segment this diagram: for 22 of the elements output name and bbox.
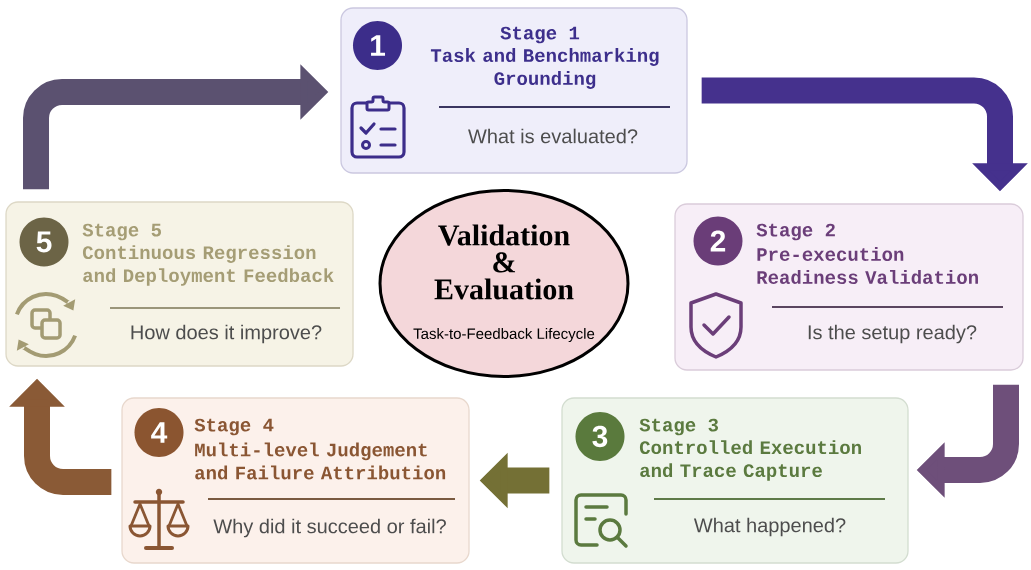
question-text: How does it improve? xyxy=(131,324,322,344)
number-badge: 3 xyxy=(575,412,625,461)
stage-label: Stage 5 xyxy=(82,223,161,241)
stage-title: Controlled Execution and Trace Capture xyxy=(639,440,861,481)
stage-title: Continuous Regression and Deployment Feedback xyxy=(82,245,334,286)
number-badge: 2 xyxy=(693,216,743,266)
question-text: What is evaluated? xyxy=(468,128,638,144)
number-badge: 1 xyxy=(353,21,402,70)
title-text: Validation & Evaluation xyxy=(434,224,574,300)
question-text: What happened? xyxy=(693,517,846,537)
question-text: Is the setup ready? xyxy=(808,324,977,344)
subtitle-text: Task-to-Feedback Lifecycle xyxy=(413,328,595,342)
stage-title: Multi-level Judgement and Failure Attribution xyxy=(195,442,446,480)
stage-label: Stage 2 xyxy=(756,223,835,241)
stage-title: Pre-execution Readiness Validation xyxy=(757,247,978,284)
stage-label: Stage 3 xyxy=(639,418,719,436)
question-text: Why did it succeed or fail? xyxy=(213,518,446,538)
stage-label: Stage 1 xyxy=(500,26,580,44)
stage-title: Task and Benchmarking Grounding xyxy=(430,48,659,89)
number-badge: 5 xyxy=(19,217,69,267)
stage-label: Stage 4 xyxy=(194,418,274,436)
number-badge: 4 xyxy=(134,408,184,457)
